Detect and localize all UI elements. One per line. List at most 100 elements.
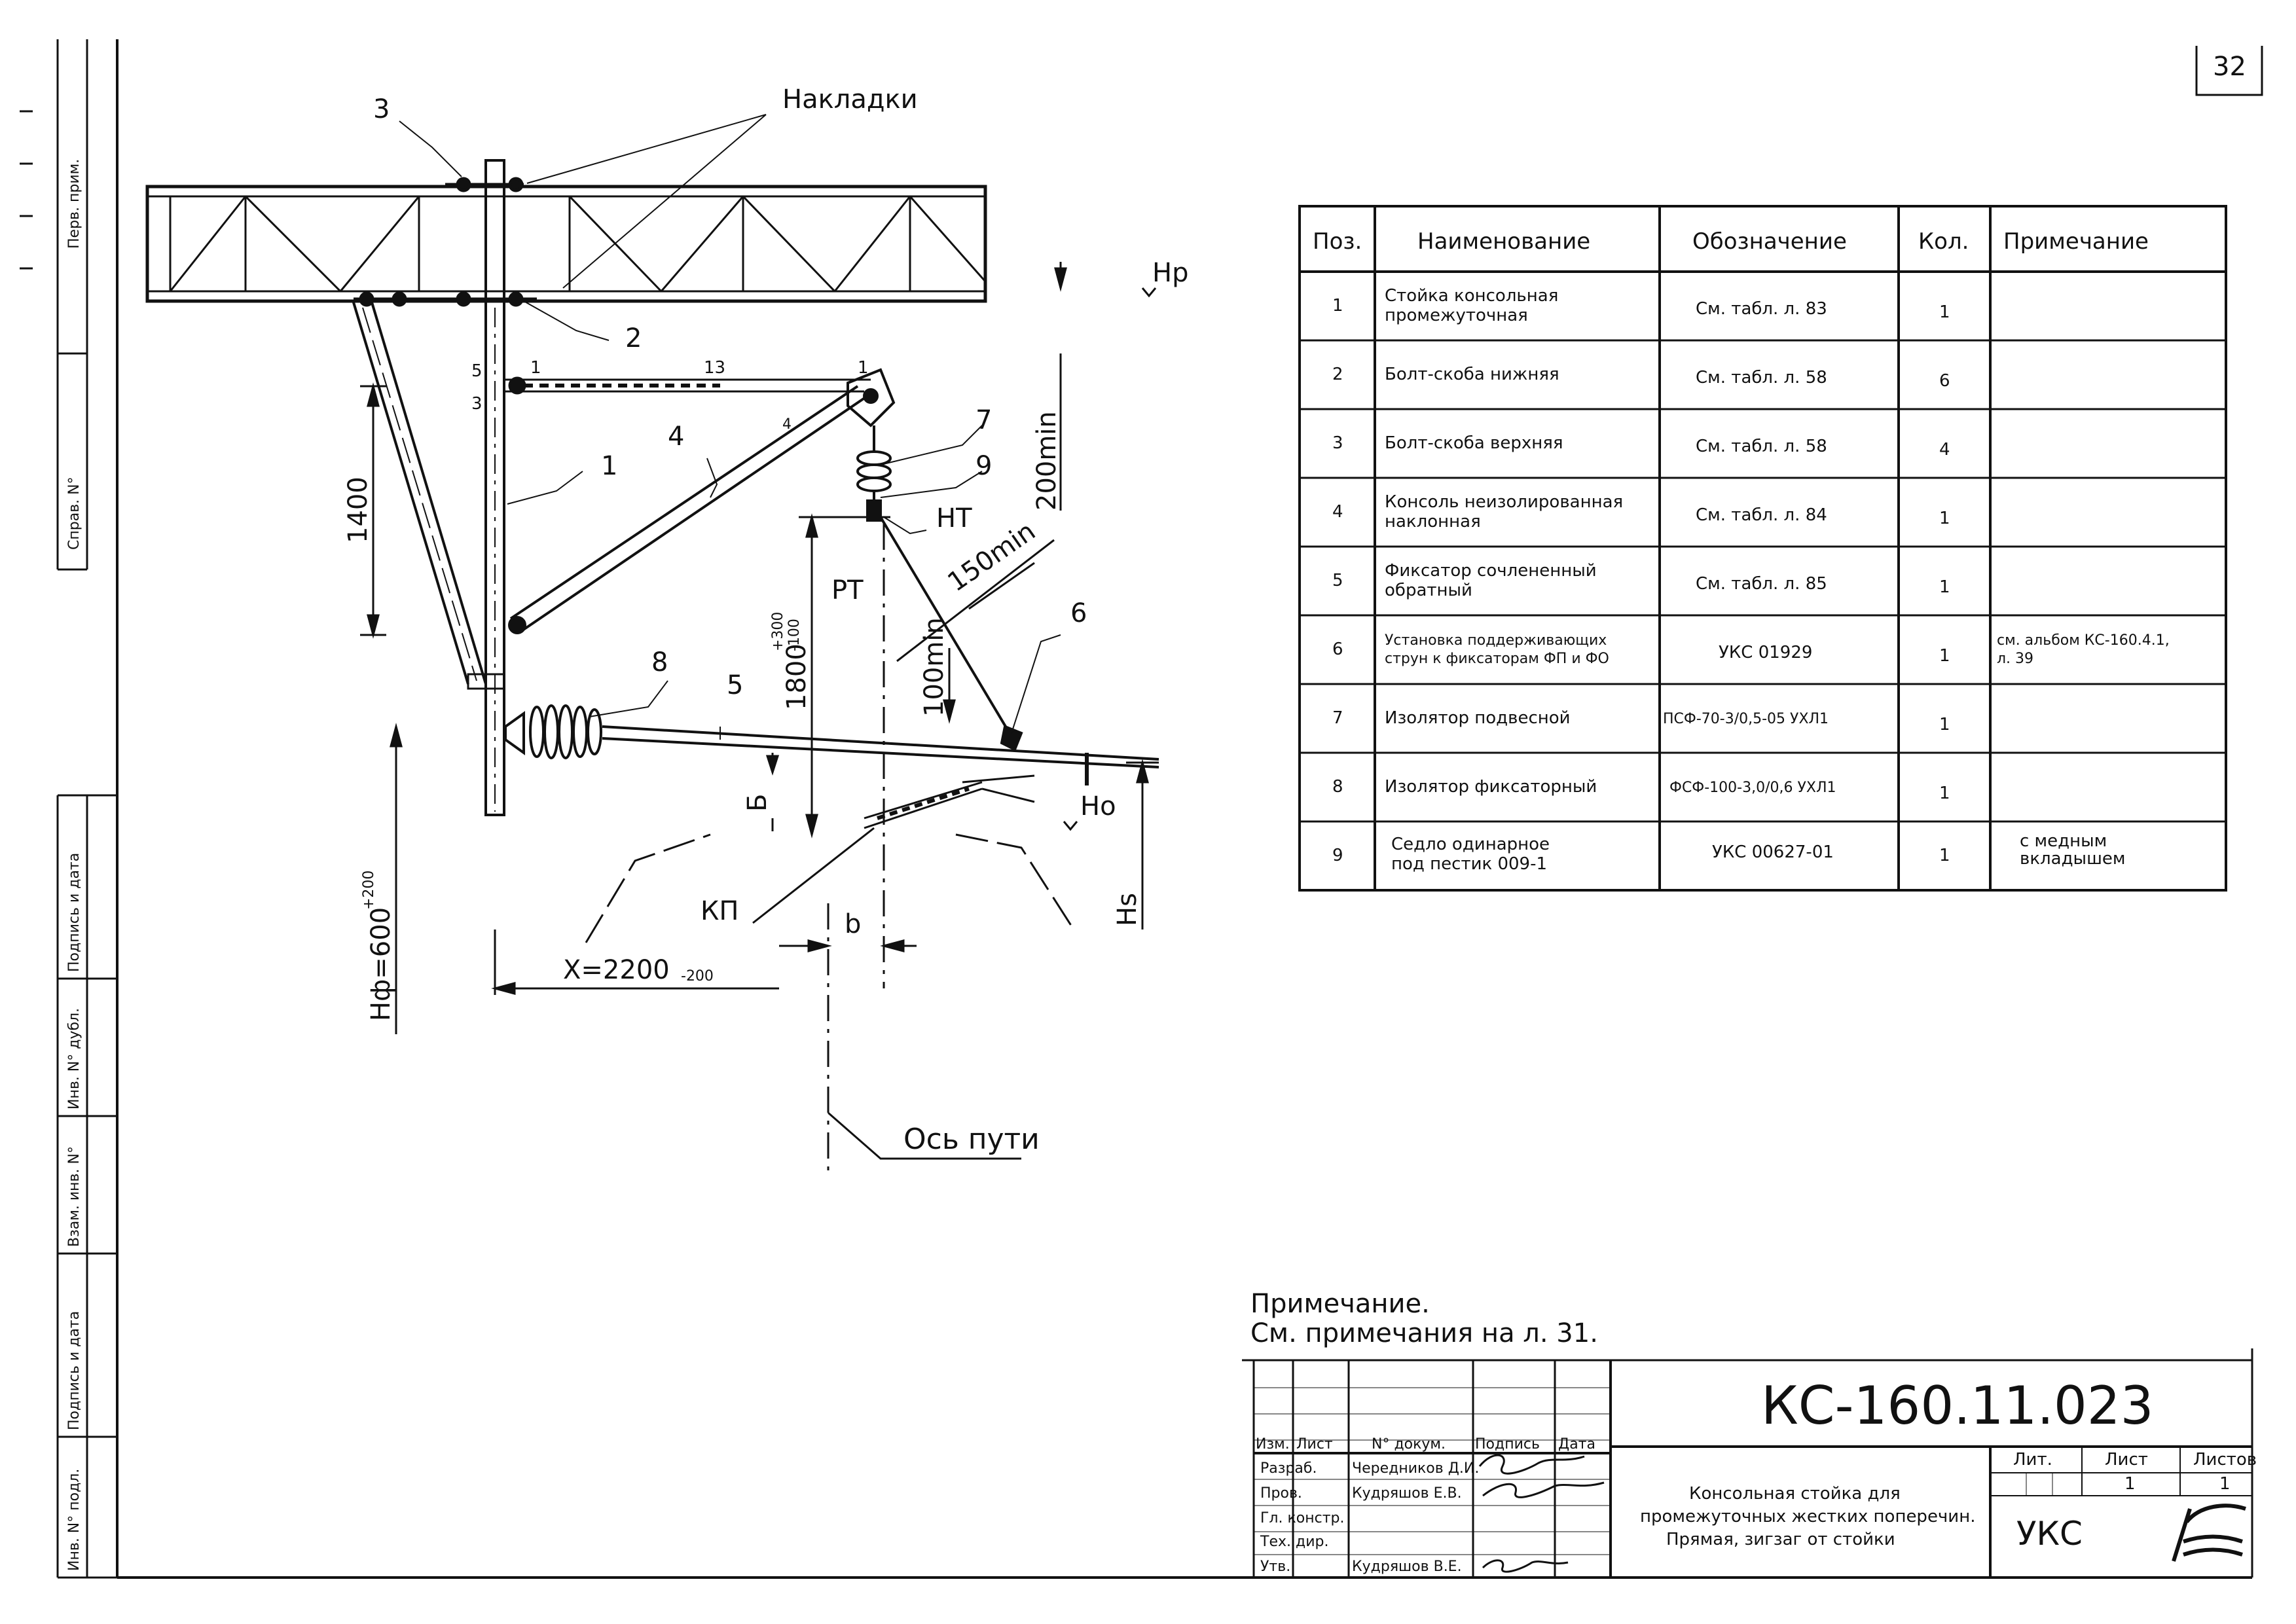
dim-200min-text: 200min [1032,411,1062,511]
row-qty: 1 [1939,784,1950,803]
col-note-header: Примечание [2003,228,2149,255]
hdr-doc-no: N° докум. [1372,1436,1446,1453]
label-ht: HT [936,503,972,533]
left-margin-stamp [20,39,117,1579]
row-code: УКС 00627-01 [1712,842,1834,862]
centre-lines [827,524,885,1172]
row-name: Установка поддерживающих [1385,632,1607,649]
perv-prim-label: Перв. прим. [66,159,82,249]
row-pos: 1 [1332,296,1343,316]
doc-code: КС-160.11.023 [1761,1375,2154,1436]
title-line-2: промежуточных жестких поперечин. [1640,1507,1975,1526]
pos-5: 5 [727,670,743,700]
row-qty: 1 [1939,509,1950,528]
dim-1800-tol-dn: -100 [786,619,803,651]
row-name: Фиксатор сочлененный [1385,561,1597,581]
row-qty: 1 [1939,646,1950,666]
hdr-signature: Подпись [1475,1436,1540,1453]
row-name: Консоль неизолированная [1385,492,1623,512]
note-text: См. примечания на л. 31. [1250,1318,1598,1348]
role-gl-konstr: Гл. констр. [1260,1510,1344,1526]
table-row: 1 Стойка консольная промежуточная См. та… [1332,286,1950,325]
row-pos: 2 [1332,365,1343,384]
vzam-inv-no-label: Взам. инв. N° [66,1146,82,1247]
title-block-grid [1252,1360,2252,1578]
col-qty-header: Кол. [1918,228,1969,255]
label-hs: Hs [1112,893,1142,926]
row-code: См. табл. л. 58 [1696,437,1827,456]
page-number-box: 32 [2195,46,2263,96]
dim-150min [896,539,1055,662]
row-name: Седло одинарное [1391,835,1550,854]
label-hp: Hp [1152,258,1188,288]
pos-3: 3 [373,94,390,124]
table-row: 4 Консоль неизолированная наклонная См. … [1332,492,1950,532]
row-name: обратный [1385,581,1472,600]
spec-table-grid [1298,205,2227,892]
dim-100min [943,648,956,724]
row-note: с медным [2020,831,2107,851]
row-qty: 4 [1939,440,1950,460]
table-row: 8 Изолятор фиксаторный ФСФ-100-3,0/0,6 У… [1332,777,1950,803]
pos-3-stand: 3 [471,394,483,414]
table-row: 3 Болт-скоба верхняя См. табл. л. 58 4 [1332,433,1950,460]
label-nakladki: Накладки [782,84,918,115]
dim-1800-tol-up: +300 [770,612,786,651]
pos-7: 7 [975,405,992,435]
pos-6: 6 [1070,598,1087,628]
axis-leader [828,1111,890,1160]
pantograph-outline [585,833,1075,943]
diagonal-strut [352,302,505,690]
col-pos-header: Поз. [1313,228,1362,255]
spec-table-header: Поз. Наименование Обозначение Кол. Приме… [1313,228,2149,255]
podpis-data-label-1: Подпись и дата [66,853,82,972]
row-code: УКС 01929 [1719,643,1812,662]
contact-wire-fixator [752,774,1035,924]
pos-9: 9 [975,451,992,481]
row-name: струн к фиксаторам ФП и ФО [1385,651,1609,667]
row-pos: 7 [1332,708,1343,728]
row-pos: 4 [1332,502,1343,522]
podpis-data-label-2: Подпись и дата [66,1311,82,1430]
sheets-label: Листов [2193,1450,2257,1470]
row-name: Изолятор фиксаторный [1385,777,1597,797]
row-code: См. табл. л. 85 [1696,574,1827,594]
inv-no-podl-label: Инв. N° подл. [66,1469,82,1571]
role-razrab: Разраб. [1260,1460,1317,1477]
dim-1800 [799,513,890,839]
pos-1: 1 [601,451,617,481]
row-name: промежуточная [1385,306,1528,325]
hp-mark [1141,287,1157,298]
row-code: ФСФ-100-3,0/0,6 УХЛ1 [1669,780,1836,796]
pos-5-stand: 5 [471,361,483,381]
name-prov: Кудряшов Е.В. [1352,1485,1462,1502]
row-pos: 6 [1332,640,1343,659]
pos-4: 4 [668,422,684,452]
truss-crossbar [145,185,987,303]
dim-1400-text: 1400 [343,477,373,543]
dim-1400 [360,382,386,639]
technical-drawing [145,114,1159,1172]
title-line-3: Прямая, зигзаг от стойки [1666,1530,1895,1549]
pos-1-rod: 1 [530,358,541,378]
dim-b-upper [765,753,780,831]
left-margin-labels: Перв. прим. Справ. N° Подпись и дата Инв… [66,159,82,1571]
row-note: см. альбом КС-160.4.1, [1997,632,2170,649]
title-line-1: Консольная стойка для [1689,1484,1901,1504]
row-code: См. табл. л. 58 [1696,368,1827,388]
row-note: л. 39 [1997,651,2033,667]
dim-x-text: X=2200 [563,955,670,985]
fixator [504,704,1159,785]
label-pt: PT [831,575,864,605]
spec-table-rows: 1 Стойка консольная промежуточная См. та… [1332,286,2170,874]
row-name: Болт-скоба нижняя [1385,365,1559,384]
sheet-frame [116,39,2253,1579]
pos-13-rod: 13 [704,358,725,378]
inv-no-dubl-label: Инв. N° дубл. [66,1008,82,1110]
console-stand [484,159,505,816]
dim-hf-text: Hф=600 [366,907,396,1021]
row-code: ПСФ-70-3/0,5-05 УХЛ1 [1663,711,1829,727]
row-qty: 1 [1939,302,1950,322]
col-code-header: Обозначение [1692,228,1847,255]
